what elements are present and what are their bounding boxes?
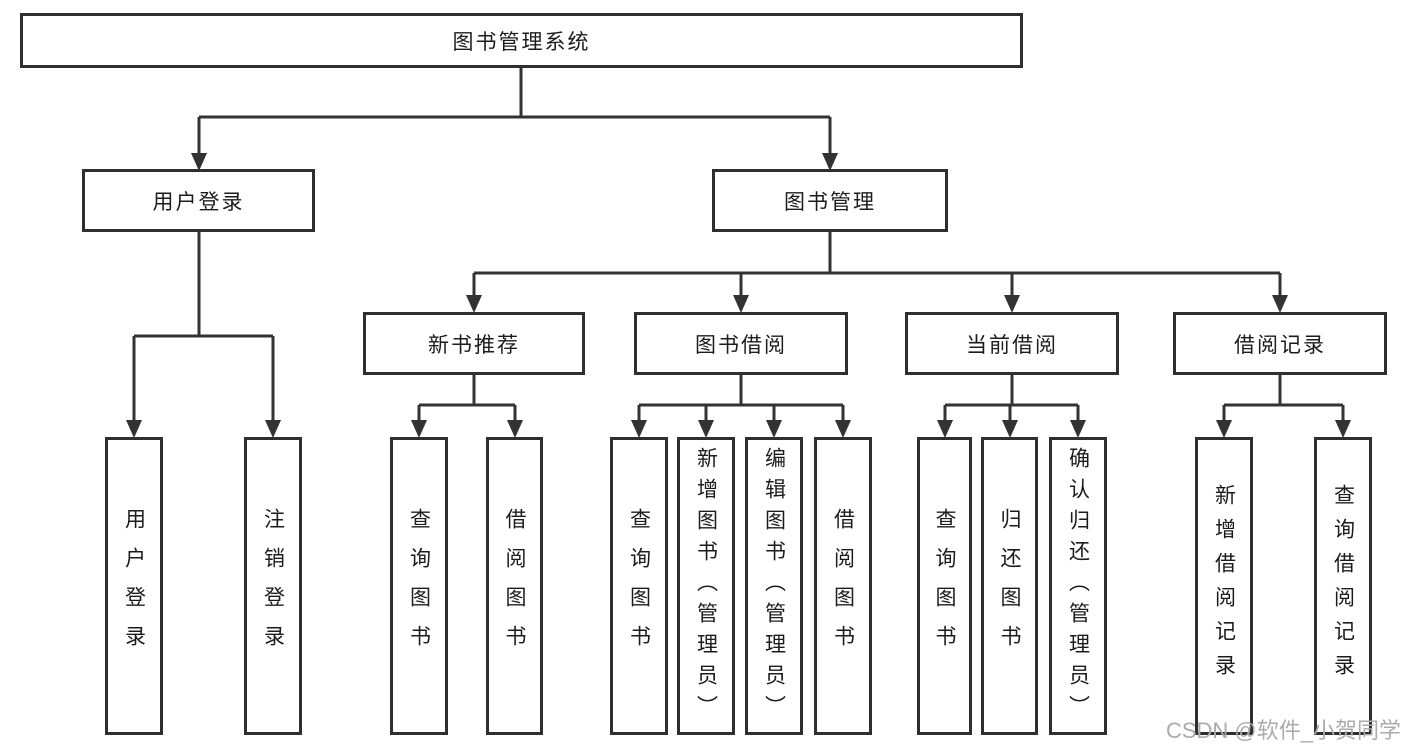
node-new-book-recommend: 新书推荐 <box>363 312 585 375</box>
node-leaf-user-login-label: 用户登录 <box>122 508 146 664</box>
connector-current-borrow-to-leaves <box>937 375 1086 438</box>
arrowhead <box>631 420 647 438</box>
node-leaf-return-book-label: 归还图书 <box>998 508 1021 664</box>
connector-root-to-level2 <box>191 68 838 171</box>
arrowhead <box>766 420 782 438</box>
connector-book-management-to-level3 <box>466 232 1288 313</box>
node-leaf-logout-label: 注销登录 <box>261 508 285 664</box>
node-leaf-add-borrow-record-label: 新增借阅记录 <box>1212 484 1236 688</box>
node-leaf-edit-book: 编辑图书（管理员） <box>745 437 803 735</box>
arrowhead <box>1002 420 1018 438</box>
node-leaf-return-book: 归还图书 <box>981 437 1038 735</box>
node-borrow-records-label: 借阅记录 <box>1234 333 1326 357</box>
node-user-login-branch: 用户登录 <box>82 169 315 232</box>
node-user-login-branch-label: 用户登录 <box>152 190 245 214</box>
arrowhead <box>411 420 427 438</box>
arrowhead <box>937 420 953 438</box>
arrowhead <box>265 420 281 438</box>
node-leaf-query-book-a-label: 查询图书 <box>407 508 431 664</box>
node-book-management-branch-label: 图书管理 <box>784 190 876 214</box>
node-current-borrow-label: 当前借阅 <box>966 333 1058 357</box>
node-book-borrow: 图书借阅 <box>634 312 848 375</box>
arrowhead <box>1070 420 1086 438</box>
arrowhead <box>466 295 482 313</box>
node-leaf-confirm-return: 确认归还（管理员） <box>1049 437 1107 735</box>
node-leaf-logout: 注销登录 <box>244 437 302 735</box>
node-leaf-borrow-book-b-label: 借阅图书 <box>831 508 855 664</box>
node-book-borrow-label: 图书借阅 <box>695 333 787 357</box>
node-leaf-query-borrow-record-label: 查询借阅记录 <box>1331 484 1355 688</box>
node-current-borrow: 当前借阅 <box>905 312 1119 375</box>
arrowhead <box>126 420 142 438</box>
arrowhead <box>1004 295 1020 313</box>
arrowhead <box>822 153 838 171</box>
node-leaf-confirm-return-label: 确认归还（管理员） <box>1066 446 1090 726</box>
connector-borrow-records-to-leaves <box>1216 375 1351 438</box>
node-leaf-query-borrow-record: 查询借阅记录 <box>1314 437 1372 735</box>
node-leaf-borrow-book-a: 借阅图书 <box>486 437 543 735</box>
arrowhead <box>1216 420 1232 438</box>
node-leaf-add-book: 新增图书（管理员） <box>677 437 735 735</box>
node-library-management-system: 图书管理系统 <box>20 13 1023 68</box>
arrowhead <box>191 153 207 171</box>
arrowhead <box>1335 420 1351 438</box>
node-leaf-query-book-b: 查询图书 <box>610 437 668 735</box>
node-leaf-query-book-b-label: 查询图书 <box>627 508 651 664</box>
arrowhead <box>835 420 851 438</box>
node-leaf-edit-book-label: 编辑图书（管理员） <box>762 446 786 726</box>
node-borrow-records: 借阅记录 <box>1173 312 1387 375</box>
node-leaf-query-book-a: 查询图书 <box>390 437 448 735</box>
connector-new-book-recommend-to-leaves <box>411 375 523 438</box>
node-leaf-add-book-label: 新增图书（管理员） <box>694 446 718 726</box>
arrowhead <box>507 420 523 438</box>
arrowhead <box>733 295 749 313</box>
node-leaf-add-borrow-record: 新增借阅记录 <box>1195 437 1253 735</box>
node-leaf-borrow-book-a-label: 借阅图书 <box>503 508 526 664</box>
node-book-management-branch: 图书管理 <box>712 169 948 232</box>
csdn-watermark: CSDN @软件_小贺同学 <box>1165 718 1401 743</box>
connector-book-borrow-to-leaves <box>631 375 851 438</box>
node-leaf-query-book-c: 查询图书 <box>917 437 972 735</box>
connector-user-login-to-leaves <box>126 232 281 438</box>
node-leaf-user-login: 用户登录 <box>105 437 163 735</box>
arrowhead <box>698 420 714 438</box>
node-new-book-recommend-label: 新书推荐 <box>428 333 520 357</box>
node-library-management-system-label: 图书管理系统 <box>452 30 591 54</box>
node-leaf-query-book-c-label: 查询图书 <box>933 508 956 664</box>
arrowhead <box>1272 295 1288 313</box>
node-leaf-borrow-book-b: 借阅图书 <box>814 437 872 735</box>
